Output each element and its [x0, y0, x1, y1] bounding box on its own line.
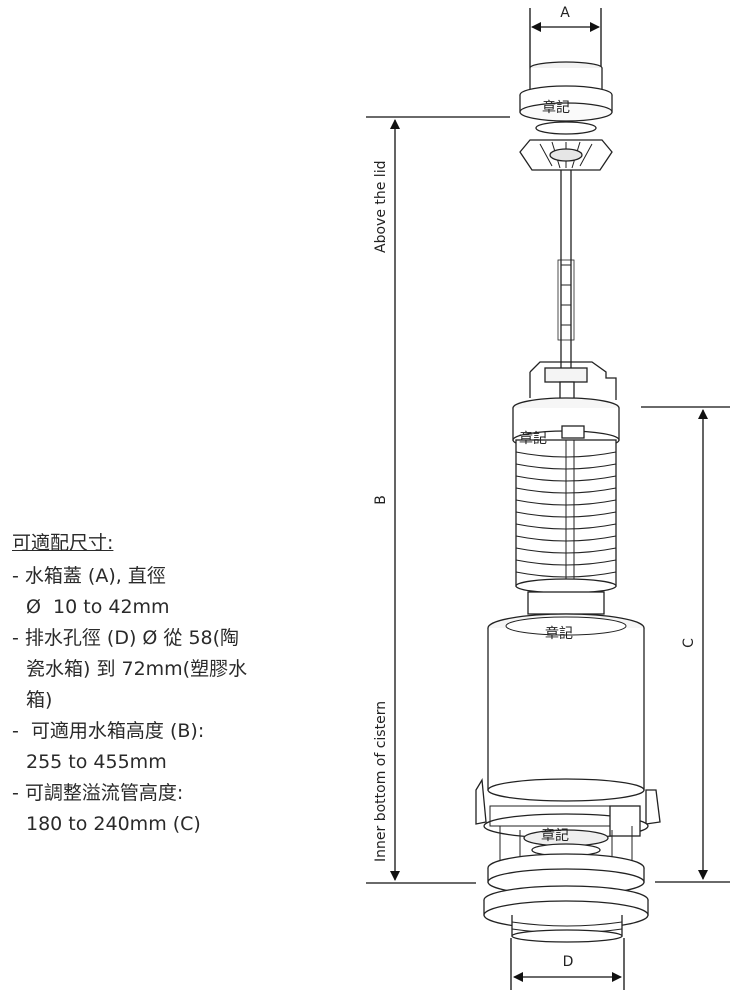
watermark-2: 章記 — [519, 430, 547, 447]
dim-a-label: A — [560, 5, 570, 21]
watermark-4: 章記 — [541, 827, 569, 844]
dimension-b — [366, 116, 510, 884]
spec-line: - 可適用水箱高度 (B): — [12, 720, 205, 742]
dim-c-label: C — [681, 638, 697, 648]
spec-list: 可適配尺寸: - 水箱蓋 (A), 直徑 Ø 10 to 42mm - 排水孔徑… — [12, 528, 302, 840]
spec-line: Ø 10 to 42mm — [26, 596, 170, 618]
flush-valve-illustration — [475, 61, 661, 943]
spec-line: 255 to 455mm — [26, 751, 167, 773]
dim-d-label: D — [563, 954, 574, 970]
spec-item: - 排水孔徑 (D) Ø 從 58(陶 瓷水箱) 到 72mm(塑膠水 箱) — [12, 623, 302, 716]
spec-item: - 水箱蓋 (A), 直徑 Ø 10 to 42mm — [12, 561, 302, 623]
dimension-a — [529, 8, 602, 68]
above-lid-label: Above the lid — [373, 161, 389, 253]
watermark-1: 章記 — [542, 99, 570, 116]
spec-line: 180 to 240mm (C) — [26, 813, 201, 835]
dim-b-label: B — [373, 495, 389, 505]
dimension-c — [641, 406, 730, 883]
spec-line: - 可調整溢流管高度: — [12, 782, 184, 804]
spec-line: - 排水孔徑 (D) Ø 從 58(陶 — [12, 627, 240, 649]
spec-item: - 可適用水箱高度 (B): 255 to 455mm — [12, 716, 302, 778]
spec-line: 箱) — [26, 689, 53, 711]
spec-line: 瓷水箱) 到 72mm(塑膠水 — [26, 658, 248, 680]
spec-title: 可適配尺寸: — [12, 532, 114, 554]
spec-item: - 可調整溢流管高度: 180 to 240mm (C) — [12, 778, 302, 840]
dimension-d — [510, 938, 625, 990]
spec-line: - 水箱蓋 (A), 直徑 — [12, 565, 166, 587]
inner-bottom-label: Inner bottom of cistern — [373, 701, 389, 862]
watermark-3: 章記 — [545, 625, 573, 642]
